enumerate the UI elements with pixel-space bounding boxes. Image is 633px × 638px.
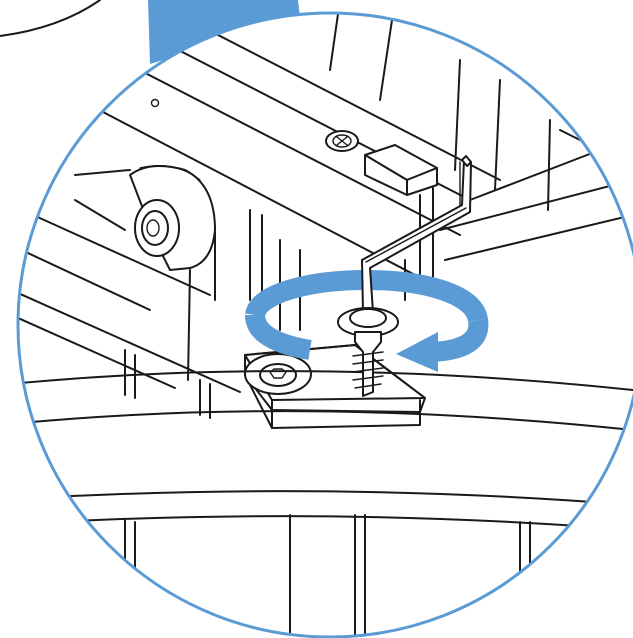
tub-rim <box>18 370 633 531</box>
mounting-bracket <box>364 144 438 301</box>
rotation-arrow-front <box>245 313 489 372</box>
socket-head-screw-icon <box>244 353 312 395</box>
lower-legs <box>124 514 531 637</box>
rear-frame <box>329 13 633 261</box>
hex-socket-screw-icon <box>337 307 399 397</box>
background-outline <box>0 0 101 37</box>
phillips-screw-icon <box>325 130 359 152</box>
magnifier-circle <box>16 11 633 638</box>
roller-wheel <box>74 165 216 381</box>
